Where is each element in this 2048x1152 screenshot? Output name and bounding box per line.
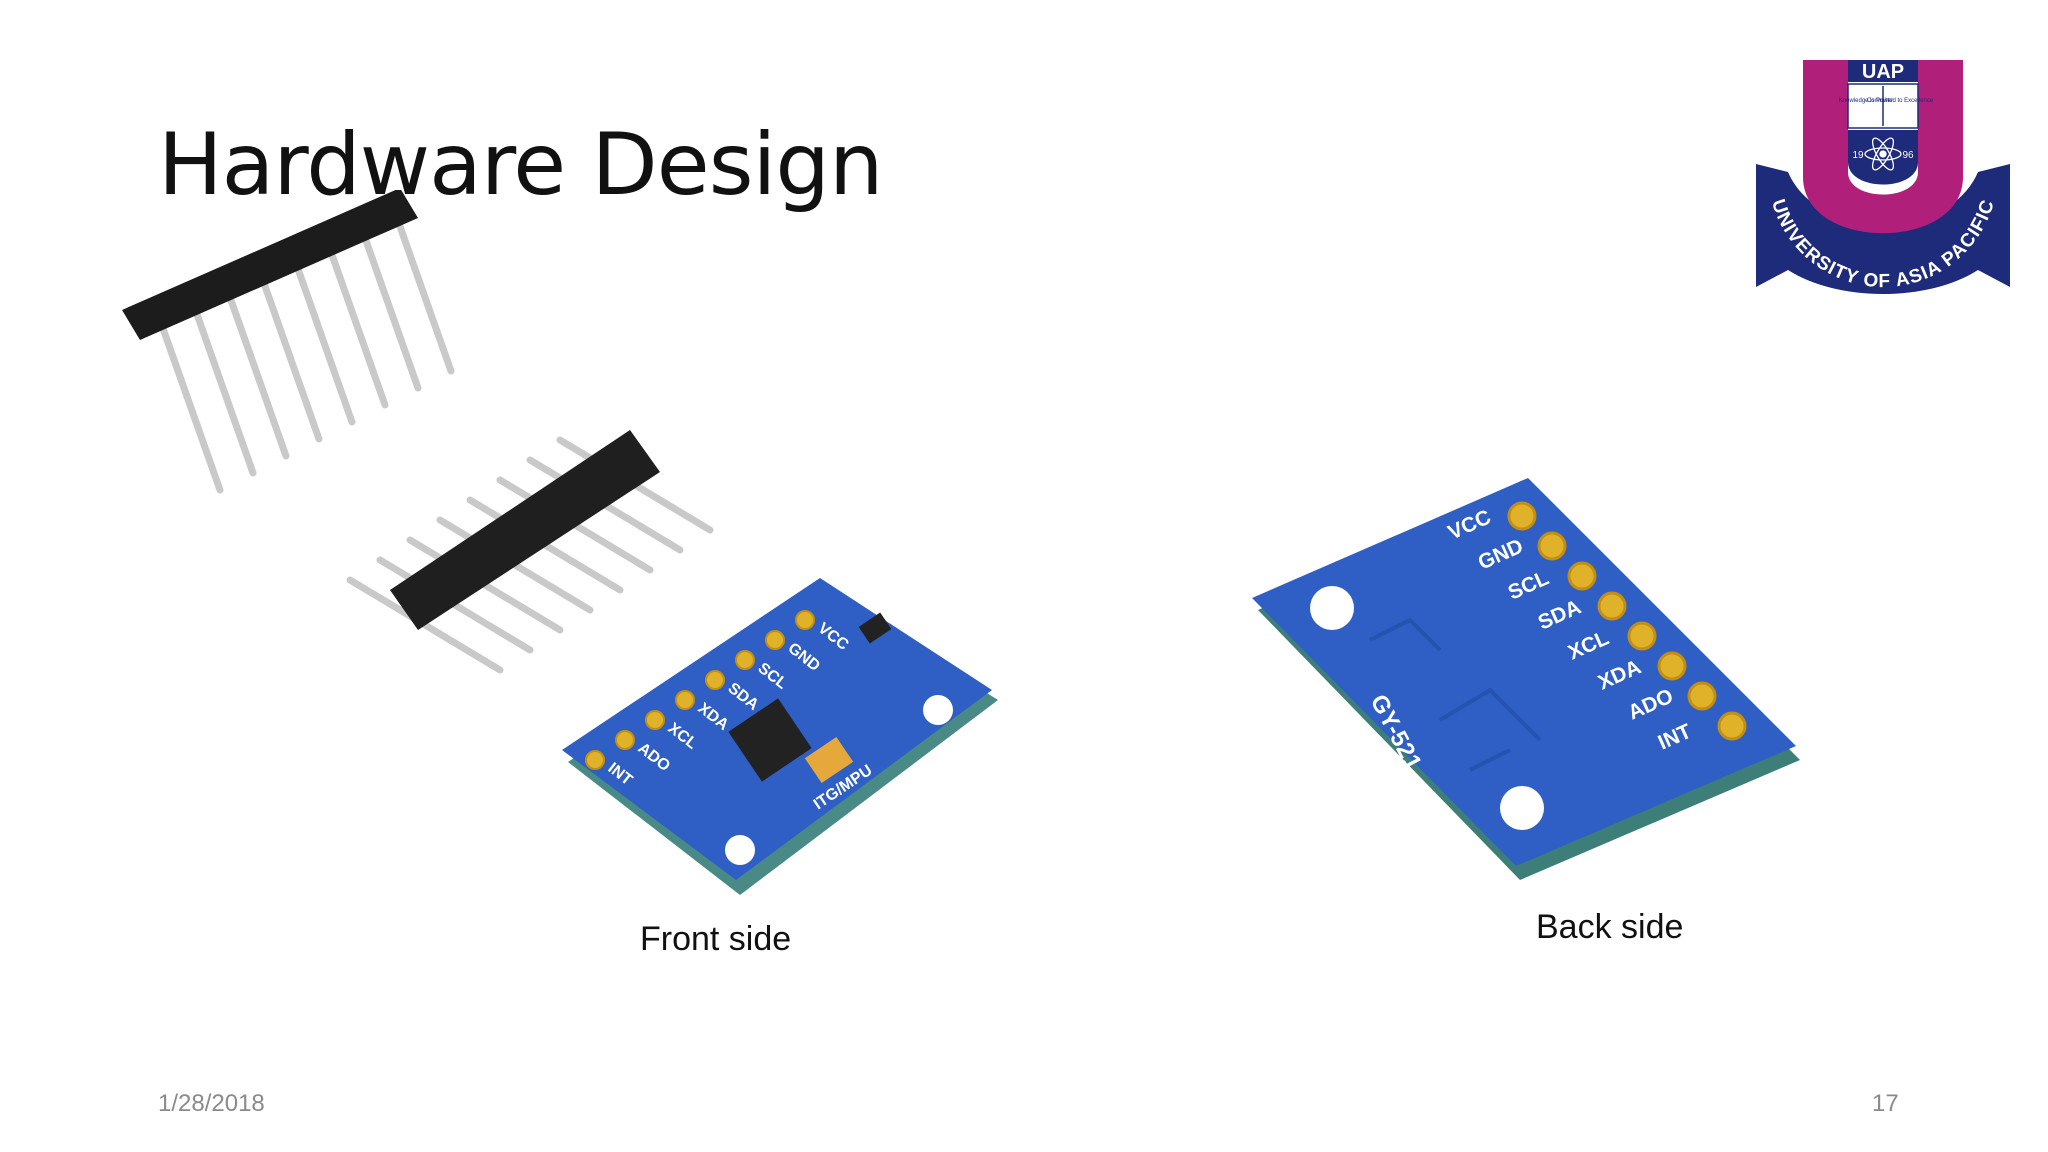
back-side-photo: VCC GND SCL SDA XCL XDA ADO INT GY-521: [1252, 478, 1800, 880]
front-side-photo: VCC GND SCL SDA XDA XCL ADO INT ITG/MPU: [122, 190, 998, 895]
straight-pin-header: [346, 430, 714, 674]
mpu-board-front: VCC GND SCL SDA XDA XCL ADO INT ITG/MPU: [562, 578, 998, 895]
logo-motto-left: Knowledge is Power: [1839, 98, 1893, 104]
bent-pin-header: [122, 190, 455, 494]
logo-abbr: UAP: [1862, 61, 1904, 83]
university-logo: UAP Knowledge is Power Committed to Exce…: [1756, 60, 2010, 294]
logo-year-right: 96: [1902, 150, 1914, 161]
logo-year-left: 19: [1852, 150, 1864, 161]
atom-icon: [1864, 137, 1902, 171]
slide-title: Hardware Design: [158, 115, 883, 215]
slide-number: 17: [1872, 1090, 1899, 1117]
back-side-caption: Back side: [1536, 908, 1684, 946]
front-side-caption: Front side: [640, 920, 792, 958]
gy521-board-back: VCC GND SCL SDA XCL XDA ADO INT GY-521: [1252, 478, 1800, 880]
logo-motto-right: Committed to Excellence: [1867, 98, 1934, 104]
footer-date: 1/28/2018: [158, 1090, 265, 1117]
